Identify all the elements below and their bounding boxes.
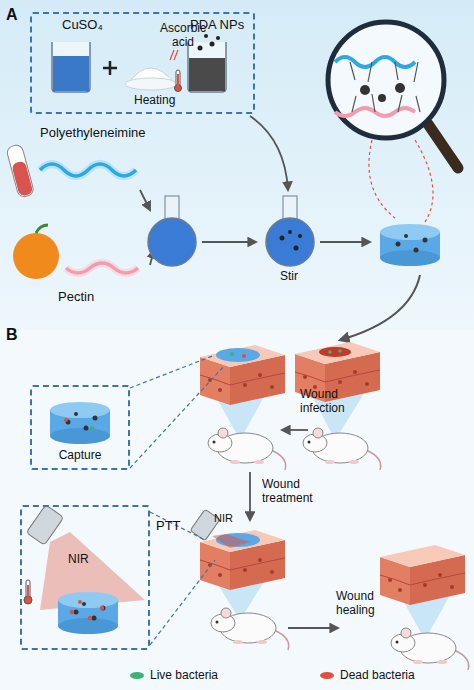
legend-entry: Live bacteria (130, 668, 218, 682)
legend-swatch (130, 672, 144, 679)
node-text: Capture (32, 449, 128, 463)
step-label: Wound treatment (262, 478, 336, 506)
legend-entry: Dead bacteria (320, 668, 415, 682)
step-label: Stir (280, 270, 320, 284)
legend-text: Dead bacteria (340, 668, 415, 682)
panel-letter: B (6, 326, 26, 344)
node-text: PTT (156, 519, 196, 534)
legend-swatch (320, 672, 334, 679)
legend-text: Live bacteria (150, 668, 218, 682)
step-label: Pectin (58, 290, 118, 305)
step-label: Wound infection (300, 388, 372, 416)
node-text: Heating (134, 94, 204, 108)
step-label: NIR (214, 512, 244, 525)
capture-box: Capture (30, 385, 130, 470)
step-label: Wound healing (336, 590, 396, 618)
node-text: PDA NPs (190, 18, 254, 33)
node-text: CuSO₄ (62, 18, 122, 33)
step-label: Polyethyleneimine (40, 126, 180, 141)
ptt-box: PTTNIR (20, 505, 150, 650)
synthesis-box: CuSO₄Ascorbic acidHeatingPDA NPs (30, 12, 255, 114)
panel-letter: A (6, 6, 26, 24)
node-text: NIR (68, 553, 108, 567)
